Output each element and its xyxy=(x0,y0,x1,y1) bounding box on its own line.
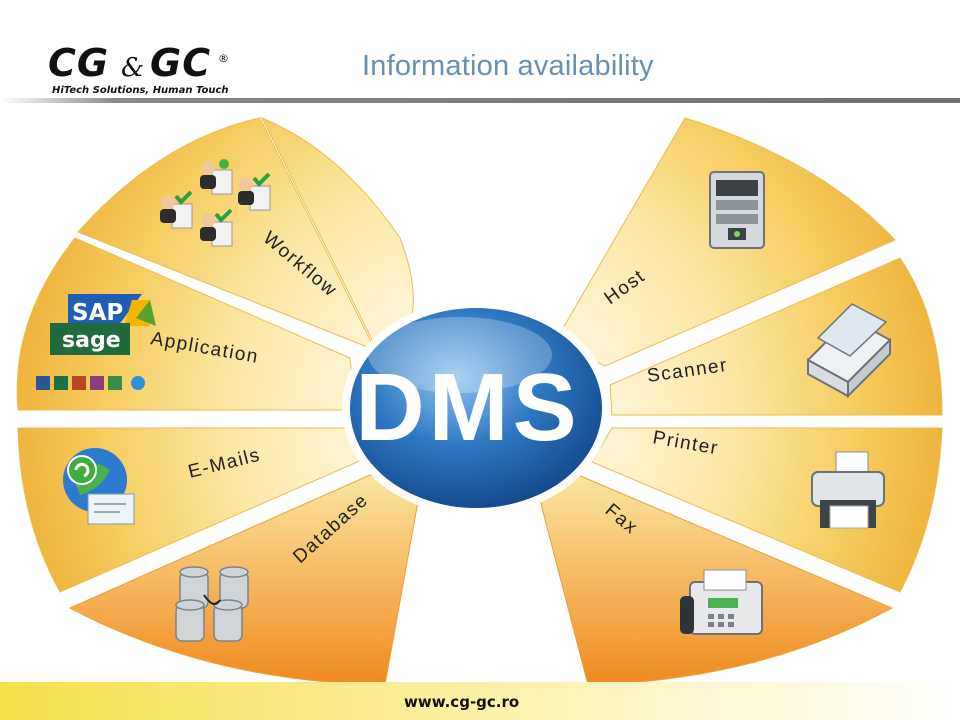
scanner-icon xyxy=(806,303,892,399)
dms-hub[interactable]: DMS xyxy=(342,300,610,516)
segment-application[interactable] xyxy=(16,237,356,411)
hub-label: DMS xyxy=(355,354,580,461)
sap-logo: SAP xyxy=(68,294,156,326)
header-divider xyxy=(0,98,960,103)
workflow-users-icon xyxy=(160,159,271,247)
svg-text:SAP: SAP xyxy=(72,300,123,326)
footer-bar xyxy=(0,682,960,720)
server-icon xyxy=(709,171,765,249)
sage-logo: sage xyxy=(50,323,130,355)
database-icon xyxy=(175,566,249,642)
footer-url[interactable]: www.cg-gc.ro xyxy=(404,693,519,711)
office-apps-icons xyxy=(36,376,145,390)
logo-tagline: HiTech Solutions, Human Touch xyxy=(52,85,229,96)
email-globe-icon xyxy=(63,448,135,525)
svg-text:®: ® xyxy=(218,52,229,65)
svg-text:CG: CG xyxy=(48,41,109,85)
svg-text:&: & xyxy=(121,53,144,83)
segment-workflow[interactable] xyxy=(260,117,414,353)
printer-icon xyxy=(811,451,885,529)
svg-text:GC: GC xyxy=(150,41,211,85)
page-title: Information availability xyxy=(362,50,654,82)
fax-icon xyxy=(680,569,763,635)
company-logo: CG & GC ® HiTech Solutions, Human Touch xyxy=(48,41,229,96)
svg-text:sage: sage xyxy=(62,328,121,353)
